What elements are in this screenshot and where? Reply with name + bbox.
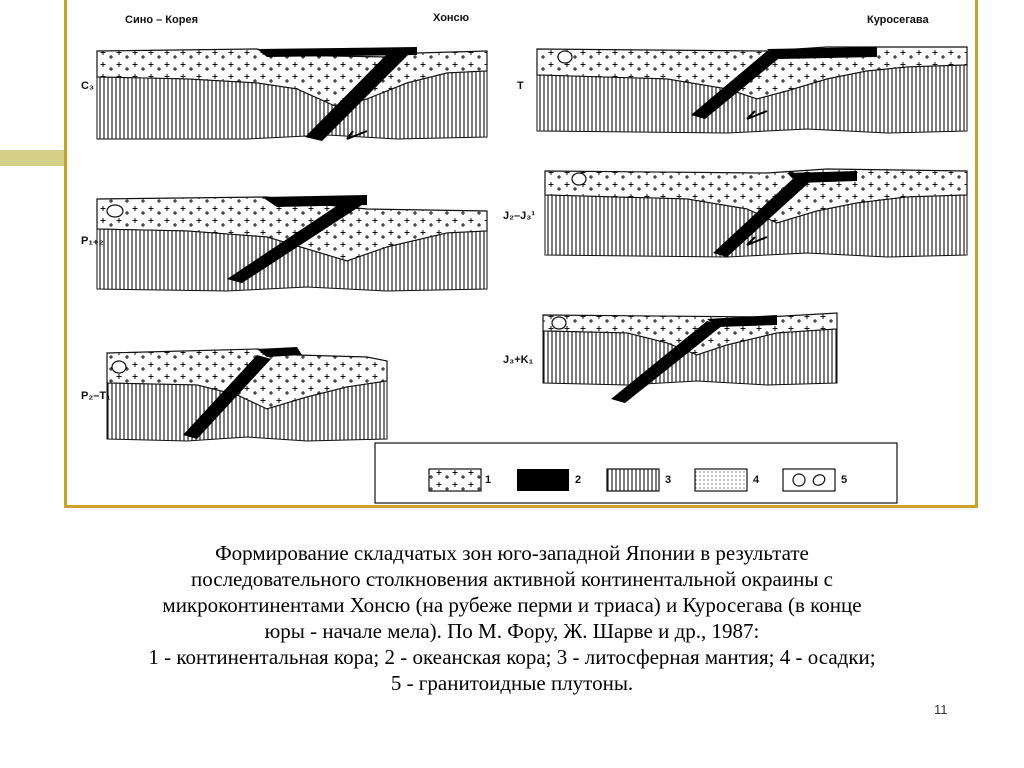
legend-label-5: 5 [841, 474, 847, 486]
stage-label-j2j3: J₂–J₃¹ [503, 210, 535, 222]
place-label-honshu: Хонсю [433, 12, 469, 24]
caption-line: последовательного столкновения активной … [191, 567, 833, 591]
place-label-kurosegawa: Куросегава [867, 14, 930, 26]
legend-label-3: 3 [665, 474, 671, 486]
page-number: 11 [934, 702, 948, 717]
section-p2t1: P₂–T₁ [81, 347, 388, 442]
caption-line: микроконтинентами Хонсю (на рубеже перми… [162, 593, 862, 617]
caption-line: 5 - гранитоидные плутоны. [390, 671, 634, 695]
legend-label-4: 4 [753, 474, 760, 486]
section-j3k1: J₃+K₁ [503, 312, 838, 403]
caption-line: юры - начале мела). По М. Фору, Ж. Шарве… [264, 619, 760, 643]
legend-swatch-oceanic-crust [517, 469, 569, 491]
section-t: Куросегава T [517, 14, 968, 134]
figure-caption: Формирование складчатых зон юго-западной… [40, 540, 984, 696]
legend-swatch-granitoid-plutons [782, 468, 836, 492]
place-label-sino-korea: Сино – Корея [125, 14, 198, 26]
accent-bar [0, 150, 70, 166]
stage-label-c3: C₃ [81, 80, 94, 92]
section-j2j3: J₂–J₃¹ [503, 168, 968, 258]
legend-swatch-sediments [694, 468, 748, 492]
stage-label-p2t1: P₂–T₁ [81, 390, 111, 402]
legend-swatch-lithospheric-mantle [606, 468, 660, 492]
legend-label-1: 1 [485, 474, 491, 486]
caption-line: Формирование складчатых зон юго-западной… [215, 541, 809, 565]
section-p12: P₁₊₂ [81, 195, 488, 292]
caption-line: 1 - континентальная кора; 2 - океанская … [148, 645, 876, 669]
stage-label-p12: P₁₊₂ [81, 235, 104, 247]
figure-frame: Сино – Корея Хонсю C₃ P₁₊₂ P₂–T₁ [64, 0, 978, 508]
geological-cross-sections: Сино – Корея Хонсю C₃ P₁₊₂ P₂–T₁ [81, 12, 968, 504]
section-c3: Сино – Корея Хонсю C₃ [81, 12, 488, 141]
stage-label-j3k1: J₃+K₁ [503, 354, 534, 366]
legend-box: 1 2 3 4 5 [374, 442, 898, 504]
legend-swatch-continental-crust [428, 468, 482, 492]
legend-label-2: 2 [575, 474, 581, 486]
stage-label-t: T [517, 80, 524, 92]
